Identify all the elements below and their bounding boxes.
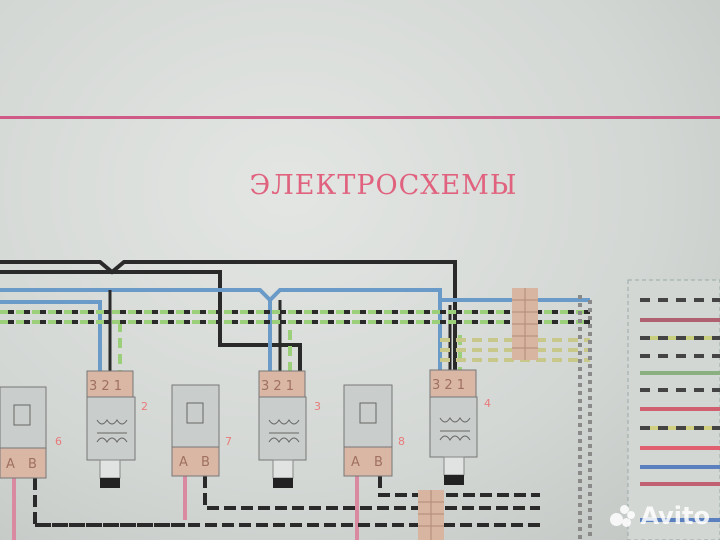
connector-block-bottom: [418, 490, 444, 540]
coil-2: 3 2 1 2: [86, 370, 148, 488]
coil-label: 2: [141, 400, 148, 413]
header-rule: [0, 116, 720, 119]
wire-blue: [0, 288, 442, 372]
wire-black: [108, 290, 452, 372]
pin-a: A: [351, 455, 360, 470]
wire-striped: [33, 476, 540, 527]
pin-b: B: [201, 455, 210, 470]
sensor-label: 7: [225, 435, 232, 448]
page-title: ЭЛЕКТРОСХЕМЫ: [249, 170, 518, 201]
wires: [0, 260, 592, 540]
coil-3: 3 2 1 3: [258, 370, 321, 488]
coil-label: 3: [314, 400, 321, 413]
wire-striped: [0, 310, 590, 324]
coil-pins: 3 2 1: [432, 378, 465, 393]
pin-a: A: [6, 457, 15, 472]
coil-4: 3 2 1 4: [429, 369, 491, 485]
wire-striped: [440, 338, 590, 362]
wire-pink: [12, 476, 359, 540]
sensor-7: A B 7: [171, 384, 232, 477]
connector-block-right: [512, 288, 538, 360]
pin-b: B: [374, 455, 383, 470]
watermark-text: Avito: [640, 502, 710, 530]
wire-black: [0, 260, 457, 372]
coil-label: 4: [484, 397, 491, 410]
wire-black: [0, 270, 302, 372]
harness-panel-right: [627, 279, 720, 540]
sensor-6: A B 6: [0, 386, 62, 479]
wire-striped: [0, 310, 590, 372]
avito-logo-icon: [610, 505, 636, 527]
coil-pins: 3 2 1: [89, 379, 122, 394]
coil-pins: 3 2 1: [261, 379, 294, 394]
sensor-label: 8: [398, 435, 405, 448]
pin-a: A: [179, 455, 188, 470]
sensor-label: 6: [55, 435, 62, 448]
wire-right-bus: [578, 295, 592, 540]
avito-watermark: Avito: [610, 502, 710, 530]
sensor-8: A B 8: [343, 384, 405, 477]
pin-b: B: [28, 457, 37, 472]
